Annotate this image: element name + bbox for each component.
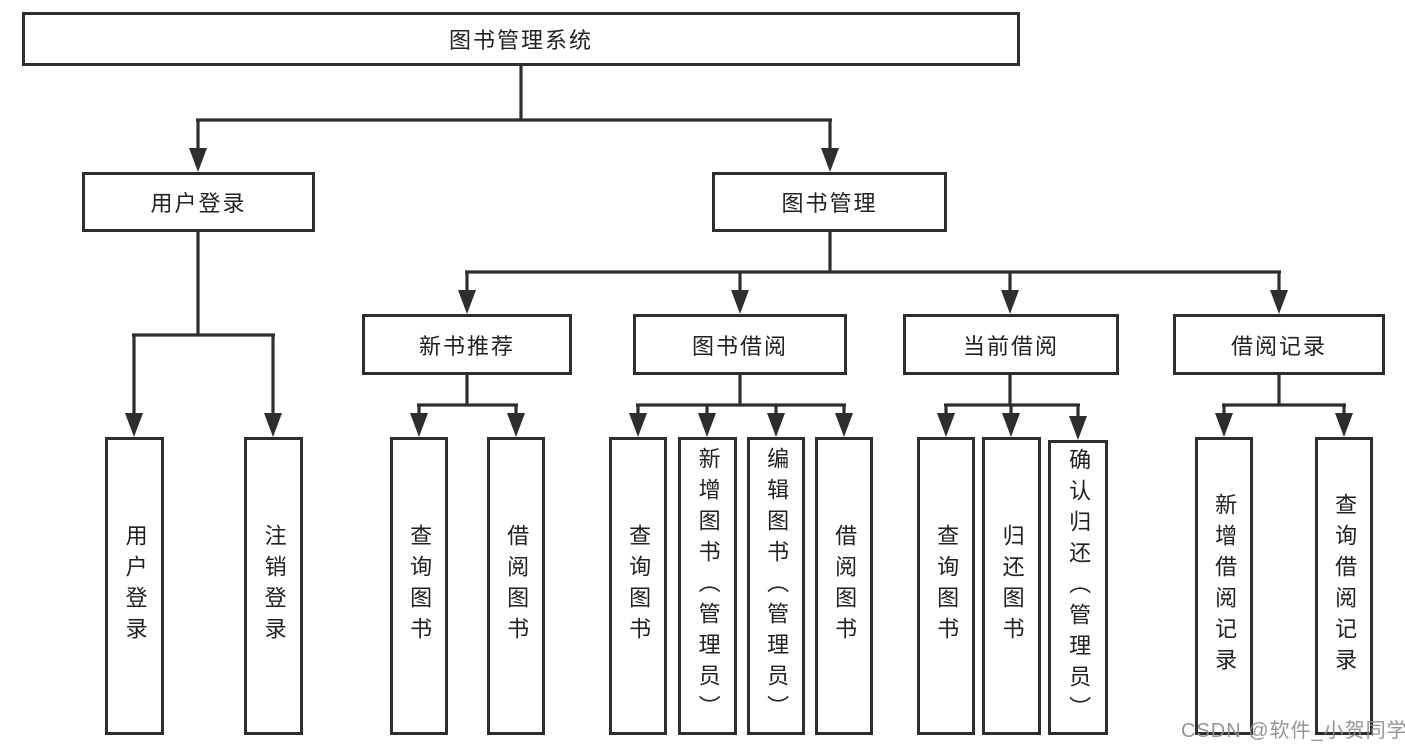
node-current-borrow: 当前借阅 xyxy=(903,314,1119,375)
node-label: 确认归还（管理员） xyxy=(1066,448,1092,727)
leaf-current-query-books: 查询图书 xyxy=(917,437,975,735)
leaf-user-login: 用户登录 xyxy=(105,437,164,735)
node-label: 归还图书 xyxy=(999,524,1025,648)
node-label: 当前借阅 xyxy=(962,333,1059,359)
node-label: 用户登录 xyxy=(150,191,247,216)
node-label: 查询图书 xyxy=(934,524,960,648)
csdn-watermark: CSDN @软件_小贺同学 xyxy=(1181,720,1405,742)
edge-borrow-records-to-leaves xyxy=(1215,375,1353,437)
node-label: 借阅图书 xyxy=(832,524,858,648)
node-label: 新书推荐 xyxy=(418,333,515,359)
node-label: 注销登录 xyxy=(261,524,287,648)
leaf-records-add-record: 新增借阅记录 xyxy=(1195,437,1253,735)
edge-user-login-to-leaves xyxy=(125,232,282,437)
node-label: 新增图书（管理员） xyxy=(695,446,721,726)
leaf-borrow-query-books: 查询图书 xyxy=(609,437,667,735)
node-label: 查询借阅记录 xyxy=(1332,493,1358,679)
leaf-logout-login: 注销登录 xyxy=(244,437,303,735)
node-label: 查询图书 xyxy=(626,524,652,648)
leaf-borrow-add-books-admin: 新增图书（管理员） xyxy=(678,437,737,735)
node-label: 查询图书 xyxy=(407,524,433,648)
edge-new-book-recommend-to-leaves xyxy=(410,375,525,437)
edge-current-borrow-to-leaves xyxy=(937,375,1087,440)
node-label: 新增借阅记录 xyxy=(1212,493,1238,679)
node-label: 用户登录 xyxy=(122,524,148,648)
node-library-management-system: 图书管理系统 xyxy=(22,12,1020,66)
node-label: 借阅记录 xyxy=(1230,333,1327,359)
leaf-borrow-borrow-books: 借阅图书 xyxy=(815,437,873,735)
node-label: 借阅图书 xyxy=(504,524,530,648)
edge-root-to-level2 xyxy=(189,66,839,172)
node-label: 图书借阅 xyxy=(691,333,788,359)
node-book-management: 图书管理 xyxy=(712,172,947,232)
node-borrow-records: 借阅记录 xyxy=(1173,314,1385,375)
leaf-borrow-edit-books-admin: 编辑图书（管理员） xyxy=(747,437,805,735)
leaf-current-return-books: 归还图书 xyxy=(982,437,1041,735)
node-label: 图书管理系统 xyxy=(448,28,593,53)
leaf-current-confirm-return-admin: 确认归还（管理员） xyxy=(1048,440,1108,735)
node-new-book-recommend: 新书推荐 xyxy=(362,314,572,375)
edge-book-management-to-level3 xyxy=(458,232,1288,314)
leaf-newrec-query-books: 查询图书 xyxy=(390,437,448,735)
edge-book-borrow-to-leaves xyxy=(629,375,853,437)
node-user-login: 用户登录 xyxy=(82,172,315,232)
node-book-borrow: 图书借阅 xyxy=(633,314,847,375)
leaf-newrec-borrow-books: 借阅图书 xyxy=(487,437,545,735)
node-label: 图书管理 xyxy=(781,191,878,216)
node-label: 编辑图书（管理员） xyxy=(764,446,790,726)
leaf-records-query-record: 查询借阅记录 xyxy=(1315,437,1373,735)
